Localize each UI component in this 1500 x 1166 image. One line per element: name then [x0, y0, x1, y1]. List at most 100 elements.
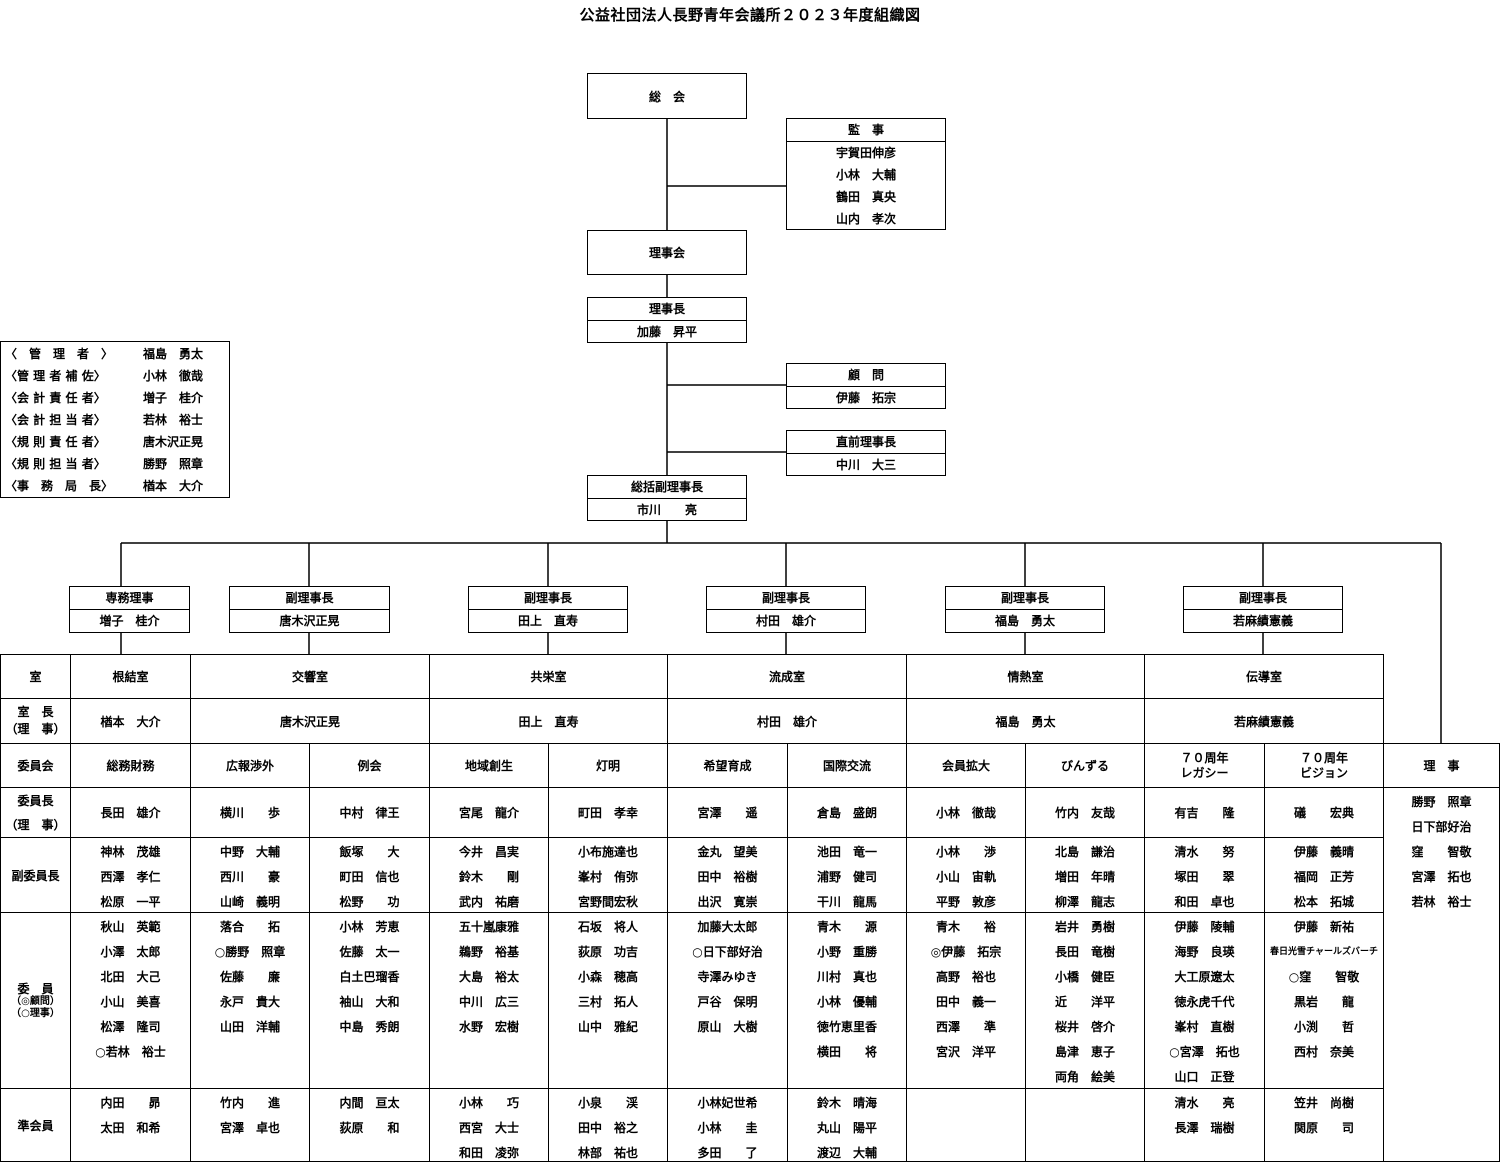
management-name: 増子 桂介 [143, 391, 204, 405]
room-head: 福島 勇太 [906, 698, 1145, 744]
room-name: 共栄室 [429, 654, 668, 699]
director-name: 窪 智敬 [1411, 845, 1472, 859]
member-name: 寺澤みゆき [697, 970, 758, 984]
chair-name: 町田 孝幸 [577, 806, 638, 820]
associates: 小林妃世希 小林 圭 多田 了 [667, 1088, 788, 1162]
directors-header-text: 理 事 [1423, 759, 1460, 773]
officer-box: 副理事長 若麻績憲義 [1183, 586, 1343, 633]
auditor-box: 監 事 宇賀田伸彦 小林 大輔 鶴田 真央 山内 孝次 [786, 118, 946, 230]
row-label-text: 準会員 [17, 1118, 54, 1133]
room-head-text: 村田 雄介 [756, 714, 817, 729]
president-name: 加藤 昇平 [636, 325, 697, 339]
officer-box: 副理事長 田上 直寿 [468, 586, 628, 633]
member-name: 中川 広三 [458, 995, 519, 1009]
room-name-text: 根結室 [112, 670, 149, 684]
member-name: 峯村 直樹 [1174, 1020, 1235, 1034]
chair-name: 小林 徹哉 [935, 806, 996, 820]
members: 岩井 勇樹 長田 竜樹 小橋 健臣 近 洋平 桜井 啓介 島津 恵子 両角 絵美 [1025, 912, 1145, 1089]
associate-name: 林部 祐也 [577, 1146, 638, 1160]
officer-title: 副理事長 [230, 587, 389, 610]
row-label-committee: 委員会 [0, 743, 71, 788]
row-label-text: （○理事） [11, 1007, 60, 1019]
member-name: 山口 正登 [1174, 1070, 1235, 1084]
management-role: 〈規 則 責 任 者〉 [5, 435, 106, 449]
committee-chair: 中村 律王 [309, 787, 430, 838]
member-name: 水野 宏樹 [458, 1020, 519, 1034]
room-name: 根結室 [70, 654, 191, 699]
vice-chair-name: 松原 一平 [100, 895, 161, 909]
management-role: 〈会 計 担 当 者〉 [5, 413, 106, 427]
vice-chair-name: 田中 裕樹 [697, 870, 758, 884]
chair-name: 倉島 盛朗 [816, 806, 877, 820]
member-name: 伊藤 新祐 [1293, 920, 1354, 934]
director-name: 若林 裕士 [1411, 895, 1472, 909]
past-president-header: 直前理事長 [787, 431, 945, 454]
associate-name: 和田 凌弥 [458, 1146, 519, 1160]
row-label-associate: 準会員 [0, 1088, 71, 1162]
member-name: 小林 優輔 [816, 995, 877, 1009]
member-name: 高野 裕也 [935, 970, 996, 984]
room-head: 若麻績憲義 [1144, 698, 1384, 744]
directors-header: 理 事 [1383, 743, 1500, 788]
vice-chair-name: 中野 大輔 [219, 845, 280, 859]
room-head: 村田 雄介 [667, 698, 907, 744]
board-label: 理事会 [648, 246, 685, 260]
members: 加藤大太郎 ○日下部好治 寺澤みゆき 戸谷 保明 原山 大樹 [667, 912, 788, 1089]
members: 伊藤 新祐 春日光雪チャールズバーチ ○窪 智敬 黒岩 龍 小渕 哲 西村 奈美 [1264, 912, 1384, 1089]
management-role: 〈管 理 者 補 佐〉 [5, 369, 106, 383]
member-name: ○若林 裕士 [95, 1045, 166, 1059]
executive-vp-header: 総括副理事長 [588, 476, 746, 499]
member-name: 小野 重勝 [816, 945, 877, 959]
director-name: 日下部好治 [1411, 820, 1472, 834]
committee-chair: 宮尾 龍介 [429, 787, 549, 838]
member-name: 荻原 功吉 [577, 945, 638, 959]
associates: 内間 亘太 荻原 和 [309, 1088, 430, 1162]
vice-chair-name: 増田 年晴 [1054, 870, 1115, 884]
member-name: 小橋 健臣 [1054, 970, 1115, 984]
committee-name: びんずる [1025, 743, 1145, 788]
committee-name-text: 広報渉外 [225, 759, 274, 773]
committee-chair: 町田 孝幸 [548, 787, 668, 838]
member-name: 永戸 貴大 [219, 995, 280, 1009]
committee-chair: 倉島 盛朗 [787, 787, 907, 838]
committee-name-text: 会員拡大 [941, 759, 990, 773]
member-name: 中島 秀朗 [339, 1020, 400, 1034]
vice-chair-name: 干川 龍馬 [816, 895, 877, 909]
associate-name: 関原 司 [1293, 1121, 1354, 1135]
vice-chair-name: 平野 敦彦 [935, 895, 996, 909]
committee-name: 例会 [309, 743, 430, 788]
row-label-vice-chair: 副委員長 [0, 837, 71, 913]
associate-name: 内田 昴 [100, 1096, 161, 1110]
member-name: 岩井 勇樹 [1054, 920, 1115, 934]
committee-name: ７０周年レガシー [1144, 743, 1265, 788]
member-name: 桜井 啓介 [1054, 1020, 1115, 1034]
row-label-text: 室 長 [17, 705, 54, 719]
row-label-room-head: 室 長 （理 事） [0, 698, 71, 744]
member-name: 島津 恵子 [1054, 1045, 1115, 1059]
member-name: 春日光雪チャールズバーチ [1270, 947, 1378, 957]
member-name: 小林 芳恵 [339, 920, 400, 934]
vice-chair-name: 町田 信也 [339, 870, 400, 884]
management-name: 勝野 照章 [143, 457, 204, 471]
member-name: 松澤 隆司 [100, 1020, 161, 1034]
vice-chair-name: 柳澤 龍志 [1054, 895, 1115, 909]
member-name: 五十嵐康雅 [458, 920, 519, 934]
row-label-room: 室 [0, 654, 71, 699]
board-box: 理事会 [587, 230, 747, 275]
associate-name: 荻原 和 [339, 1121, 400, 1135]
associate-name: 丸山 陽平 [816, 1121, 877, 1135]
members: 五十嵐康雅 鵜野 裕基 大島 裕太 中川 広三 水野 宏樹 [429, 912, 549, 1089]
directors-list: 勝野 照章 日下部好治 窪 智敬 宮澤 拓也 若林 裕士 [1383, 787, 1500, 1162]
committee-name-text: 国際交流 [822, 759, 871, 773]
member-name: 小山 美喜 [100, 995, 161, 1009]
row-label-text: 室 [29, 670, 42, 684]
chair-name: 宮尾 龍介 [458, 806, 519, 820]
members: 秋山 英範 小澤 太郎 北田 大己 小山 美喜 松澤 隆司 ○若林 裕士 [70, 912, 191, 1089]
associates: 小泉 渓 田中 裕之 林部 祐也 [548, 1088, 668, 1162]
chair-name: 礒 宏典 [1293, 806, 1354, 820]
row-label-text: （◎顧問） [11, 995, 60, 1007]
row-label-text: 副委員長 [11, 868, 60, 883]
row-label-text: （理 事） [5, 722, 66, 736]
officer-name: 田上 直寿 [517, 614, 578, 628]
committee-chair: 横川 歩 [190, 787, 310, 838]
